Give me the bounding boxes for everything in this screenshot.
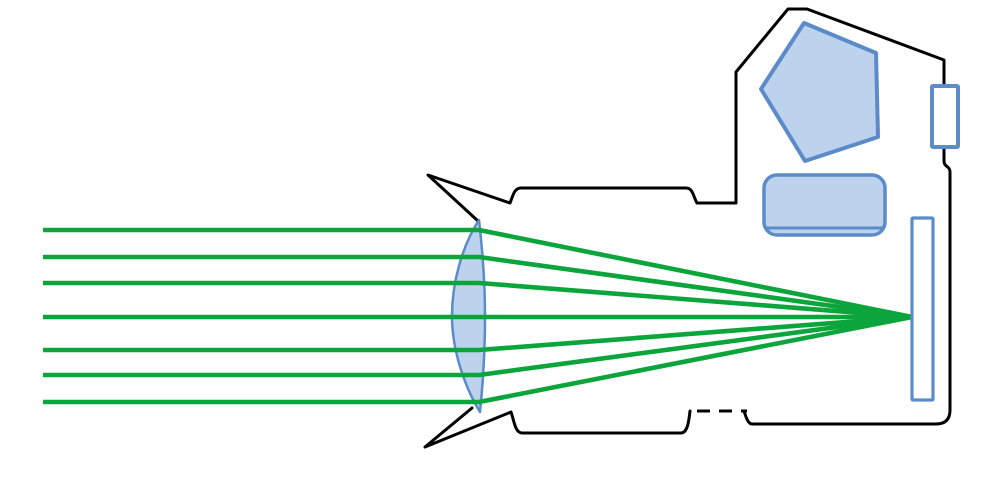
light-rays: [43, 227, 913, 405]
pentaprism: [759, 21, 880, 163]
image-sensor: [910, 216, 935, 402]
camera-body-upper-outline: [426, 7, 952, 426]
camera-body-lower-outline: [423, 406, 692, 449]
light-ray: [43, 254, 913, 320]
light-ray: [43, 227, 913, 320]
light-ray: [43, 314, 913, 378]
viewfinder-eyepiece: [930, 84, 960, 149]
light-ray: [43, 314, 913, 353]
focusing-screen: [762, 173, 887, 237]
light-ray: [43, 280, 913, 320]
light-ray: [43, 314, 913, 405]
